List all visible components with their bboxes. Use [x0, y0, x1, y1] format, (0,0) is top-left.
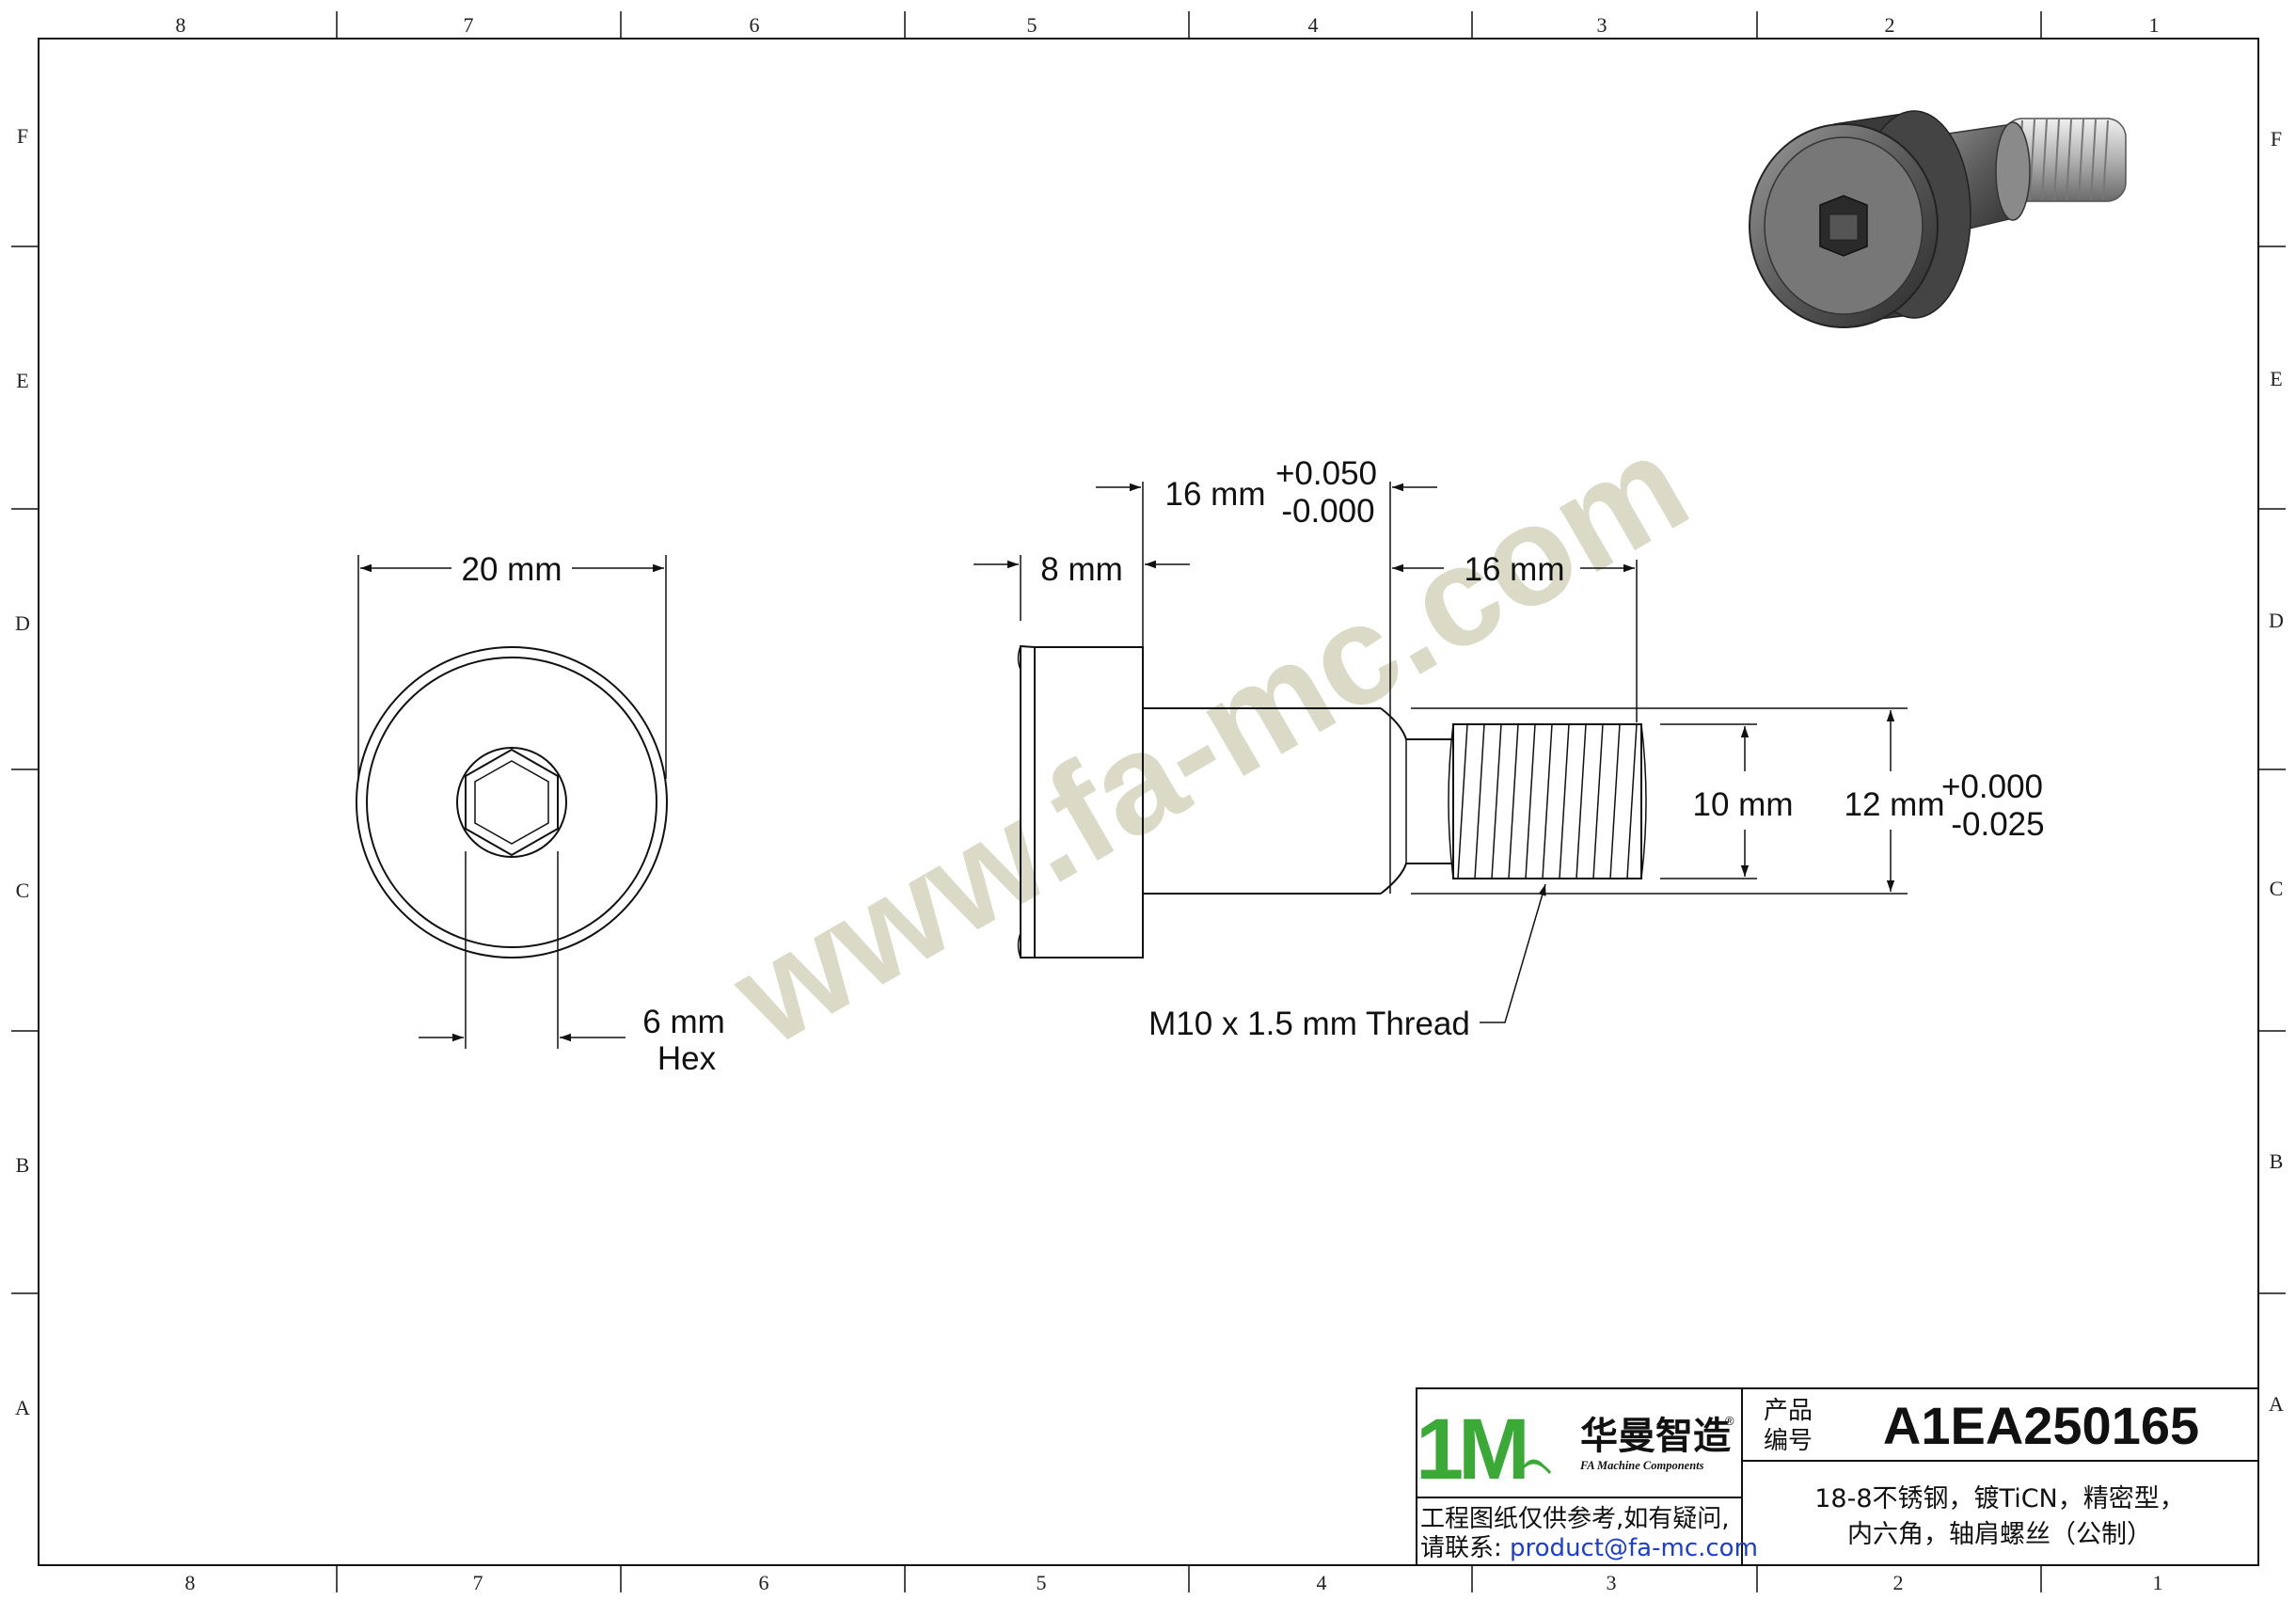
column-label: 6 — [750, 13, 760, 37]
row-label: B — [16, 1153, 30, 1177]
column-ticks-top — [336, 11, 2042, 39]
column-label: 2 — [1893, 1571, 1904, 1594]
column-label: 2 — [1885, 13, 1895, 37]
side-view: 8 mm 16 mm +0.050 -0.000 16 mm 10 mm 12 … — [974, 455, 2045, 1042]
product-no-label-line2: 编号 — [1764, 1427, 1813, 1455]
shoulder-diameter-tolerance-lower: -0.025 — [1951, 806, 2044, 843]
company-logo: 1M 华曼智造 ® FA Machine Components — [1416, 1402, 1734, 1497]
row-label: F — [2271, 127, 2282, 150]
head-height-dimension: 8 mm — [1040, 551, 1123, 588]
row-label: E — [2270, 367, 2282, 390]
column-label: 7 — [464, 13, 474, 37]
company-name: 华曼智造 — [1580, 1415, 1731, 1458]
column-label: 5 — [1027, 13, 1037, 37]
contact-email-link[interactable]: product@fa-mc.com — [1510, 1534, 1758, 1562]
front-view: 20 mm 6 mm Hex — [356, 551, 725, 1077]
column-label: 4 — [1308, 13, 1319, 37]
column-label: 6 — [759, 1571, 769, 1594]
column-label: 8 — [176, 13, 186, 37]
shoulder-length-dimension: 16 mm — [1165, 476, 1266, 513]
row-label: C — [16, 879, 30, 902]
contact-label: 请联系: — [1420, 1534, 1510, 1562]
product-number: A1EA250165 — [1883, 1396, 2199, 1455]
row-label: E — [16, 369, 28, 392]
product-description-line1: 18-8不锈钢，镀TiCN，精密型， — [1814, 1484, 2185, 1513]
product-no-label: 产品 — [1764, 1397, 1813, 1425]
disclaimer-text: 工程图纸仅供参考,如有疑问, — [1420, 1505, 1730, 1533]
row-label: D — [15, 611, 30, 635]
hex-label: Hex — [657, 1040, 717, 1077]
column-label: 1 — [2153, 1571, 2163, 1594]
registered-mark: ® — [1725, 1414, 1734, 1428]
product-description-line2: 内六角，轴肩螺丝（公制） — [1847, 1520, 2152, 1549]
thread-diameter-dimension: 10 mm — [1693, 786, 1794, 823]
row-label: D — [2269, 609, 2284, 632]
thread-callout: M10 x 1.5 mm Thread — [1148, 1006, 1470, 1042]
column-label: 3 — [1597, 13, 1607, 37]
product-3d-render — [1749, 110, 2127, 328]
front-width-dimension: 20 mm — [462, 551, 562, 588]
row-label: C — [2270, 877, 2284, 900]
row-label: A — [15, 1396, 30, 1419]
column-label: 7 — [473, 1571, 483, 1594]
thread-length-dimension: 16 mm — [1465, 551, 1565, 588]
shoulder-diameter-dimension: 12 mm — [1845, 786, 1945, 823]
shoulder-diameter-tolerance-upper: +0.000 — [1941, 768, 2043, 805]
row-label: B — [2270, 1149, 2284, 1173]
shoulder-length-tolerance-upper: +0.050 — [1275, 455, 1377, 492]
row-ticks-right — [2258, 246, 2286, 1294]
row-label: F — [17, 124, 28, 148]
title-block: 1M 华曼智造 ® FA Machine Components 工程图纸仅供参考… — [1416, 1387, 2259, 1566]
shoulder-length-tolerance-lower: -0.000 — [1281, 493, 1374, 530]
drawing-frame: 8 7 6 5 4 3 2 1 8 7 6 5 4 3 2 1 F E D C … — [11, 11, 2286, 1594]
column-label: 1 — [2149, 13, 2160, 37]
column-label: 4 — [1317, 1571, 1327, 1594]
svg-text:请联系: product@fa-mc.com: 请联系: product@fa-mc.com — [1420, 1534, 1758, 1562]
row-ticks-left — [11, 246, 39, 1294]
hex-size-dimension: 6 mm — [642, 1004, 725, 1040]
row-label: A — [2269, 1392, 2284, 1416]
column-label: 8 — [185, 1571, 196, 1594]
column-ticks-bottom — [336, 1565, 2042, 1592]
column-label: 3 — [1607, 1571, 1617, 1594]
column-label: 5 — [1037, 1571, 1047, 1594]
company-subtitle: FA Machine Components — [1579, 1459, 1704, 1472]
logo-letter-one: 1M — [1416, 1402, 1525, 1497]
